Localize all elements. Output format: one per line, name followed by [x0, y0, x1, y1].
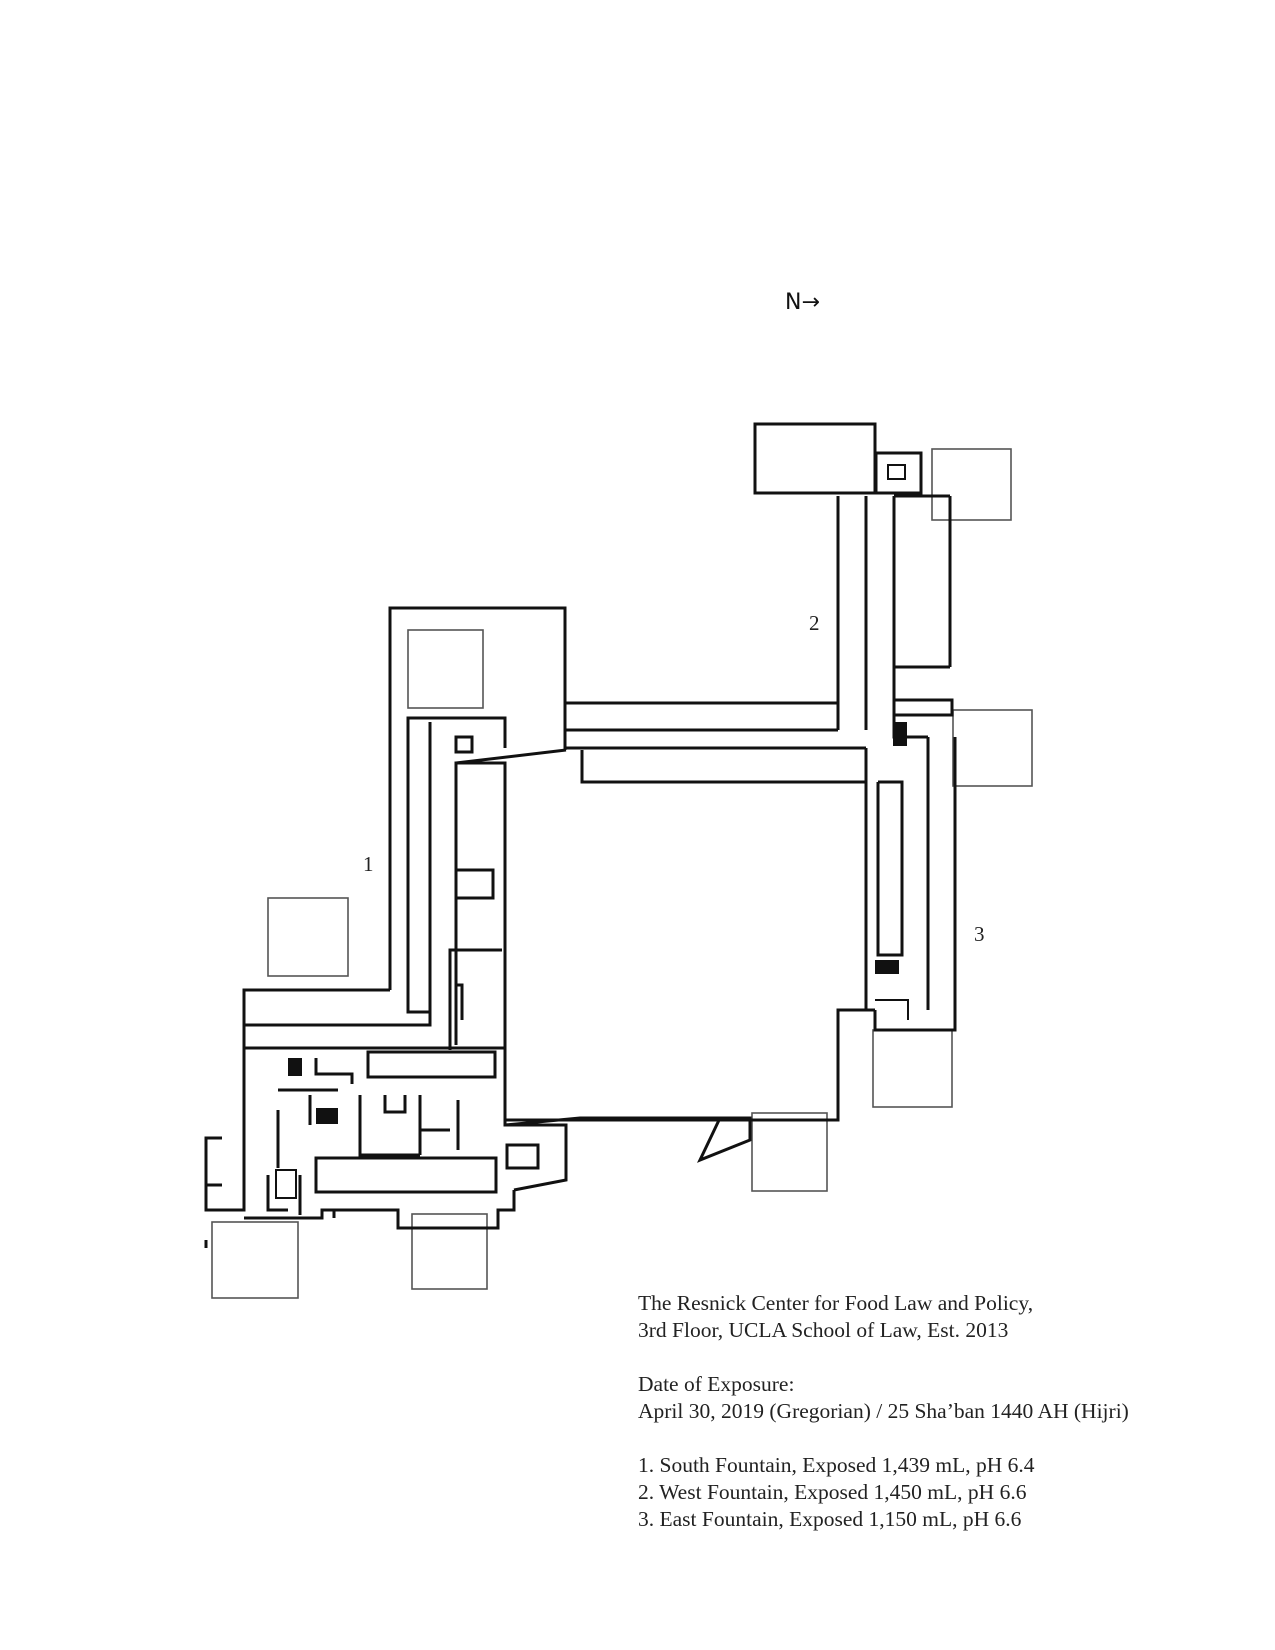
caption-item-2: 2. West Fountain, Exposed 1,450 mL, pH 6… — [638, 1480, 1027, 1504]
marker-east-fountain: 3 — [974, 922, 985, 946]
caption-item-3: 3. East Fountain, Exposed 1,150 mL, pH 6… — [638, 1507, 1022, 1531]
caption-date-value: April 30, 2019 (Gregorian) / 25 Sha’ban … — [638, 1399, 1129, 1423]
caption-item-1: 1. South Fountain, Exposed 1,439 mL, pH … — [638, 1453, 1035, 1477]
marker-south-fountain: 1 — [363, 852, 374, 876]
sample-box — [952, 709, 1033, 787]
sample-boxes — [211, 448, 1033, 1299]
sample-box — [751, 1112, 828, 1192]
sample-box — [407, 629, 484, 709]
top-corridor — [455, 701, 868, 784]
east-wing — [873, 737, 957, 1032]
north-arrow-label: N→ — [785, 290, 820, 315]
sample-box — [872, 1029, 953, 1108]
caption-title-line2: 3rd Floor, UCLA School of Law, Est. 2013 — [638, 1318, 1009, 1342]
north-wing — [753, 422, 954, 746]
sample-box — [931, 448, 1012, 521]
caption-date-heading: Date of Exposure: — [638, 1372, 795, 1396]
sample-box — [211, 1221, 299, 1299]
caption-block: The Resnick Center for Food Law and Poli… — [638, 1290, 1258, 1533]
marker-west-fountain: 2 — [809, 611, 820, 635]
courtyard — [503, 782, 875, 1192]
caption-title-line1: The Resnick Center for Food Law and Poli… — [638, 1291, 1034, 1315]
sample-box — [411, 1213, 488, 1290]
sample-box — [267, 897, 349, 977]
west-upper-block — [388, 606, 567, 1050]
south-west-block — [204, 988, 540, 1248]
